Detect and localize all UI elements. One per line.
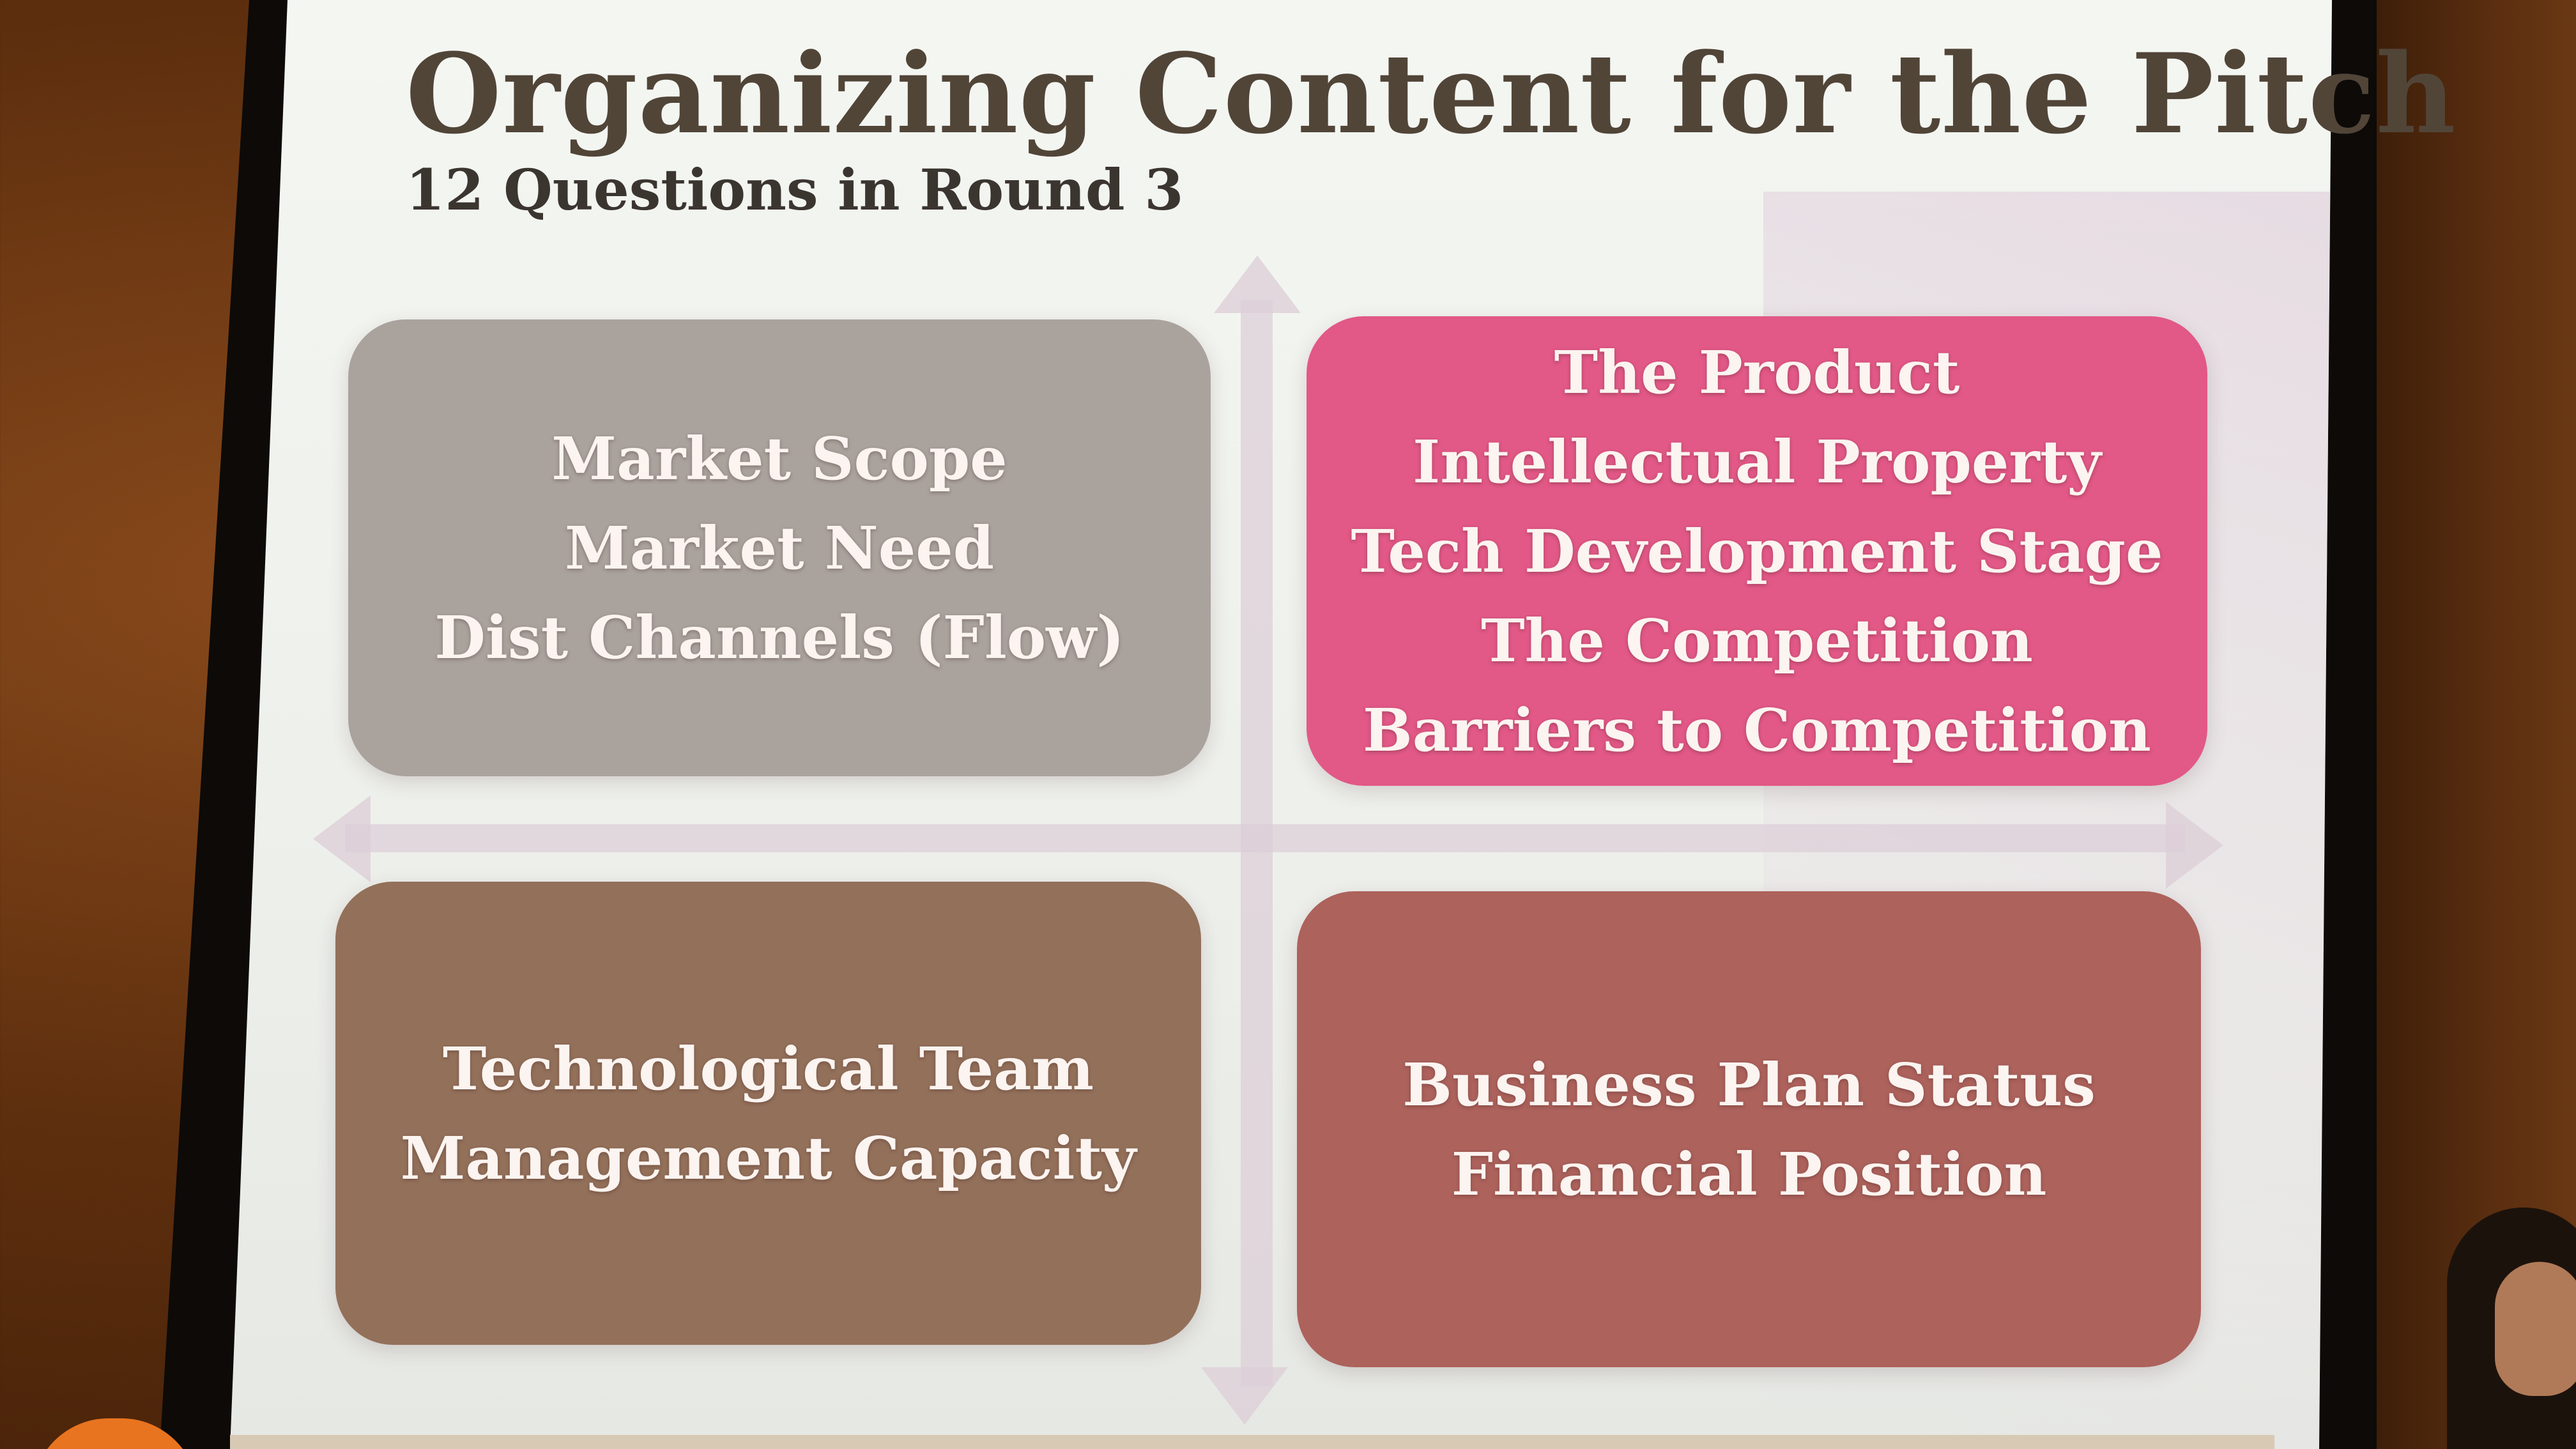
quadrant-item: Market Need: [564, 513, 995, 583]
quadrant-item: Barriers to Competition: [1363, 695, 2151, 765]
quadrant-item: The Product: [1554, 337, 1960, 407]
quadrant-item: Intellectual Property: [1413, 427, 2101, 496]
quadrant-item: The Competition: [1481, 606, 2033, 675]
quadrant-item: Market Scope: [551, 424, 1008, 493]
quadrant-top-right: The Product Intellectual Property Tech D…: [1307, 316, 2207, 786]
quadrant-item: Financial Position: [1451, 1139, 2047, 1209]
slide-subtitle: 12 Questions in Round 3: [406, 157, 1184, 223]
background-wall: [2365, 0, 2576, 1449]
quadrant-bottom-right: Business Plan Status Financial Position: [1297, 891, 2201, 1367]
audience-person-face: [2495, 1262, 2576, 1396]
quadrant-item: Dist Channels (Flow): [434, 602, 1124, 672]
arrow-right-icon: [2166, 802, 2223, 889]
horizontal-axis-arrow: [345, 824, 2185, 852]
quadrant-item: Business Plan Status: [1402, 1050, 2096, 1119]
quadrant-item: Technological Team: [442, 1034, 1094, 1103]
arrow-down-icon: [1201, 1367, 1288, 1425]
quadrant-top-left: Market Scope Market Need Dist Channels (…: [348, 319, 1211, 776]
screen-bottom-edge: [230, 1435, 2274, 1449]
quadrant-bottom-left: Technological Team Management Capacity: [335, 882, 1201, 1345]
quadrant-item: Tech Development Stage: [1351, 516, 2163, 586]
arrow-up-icon: [1214, 256, 1301, 313]
slide-title: Organizing Content for the Pitch: [406, 29, 2457, 158]
arrow-left-icon: [313, 795, 371, 882]
quadrant-item: Management Capacity: [400, 1123, 1137, 1193]
